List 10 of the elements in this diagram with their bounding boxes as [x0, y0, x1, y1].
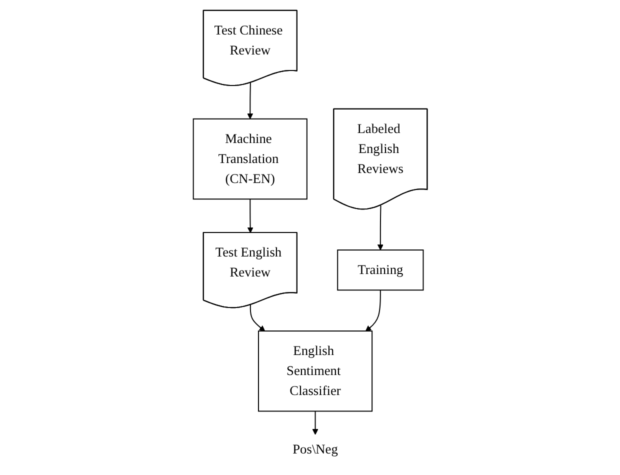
- arrow: [365, 290, 381, 332]
- arrow: [246, 82, 253, 120]
- arrow: [250, 304, 265, 332]
- node-box: Machine Translation (CN-EN): [192, 118, 308, 200]
- node-box: English Sentiment Classifier: [258, 330, 372, 412]
- node-box: Training: [336, 250, 424, 291]
- node-text: Pos\Neg: [292, 442, 338, 457]
- arrow: [247, 198, 253, 234]
- arrow: [377, 204, 384, 250]
- arrow: [312, 410, 318, 435]
